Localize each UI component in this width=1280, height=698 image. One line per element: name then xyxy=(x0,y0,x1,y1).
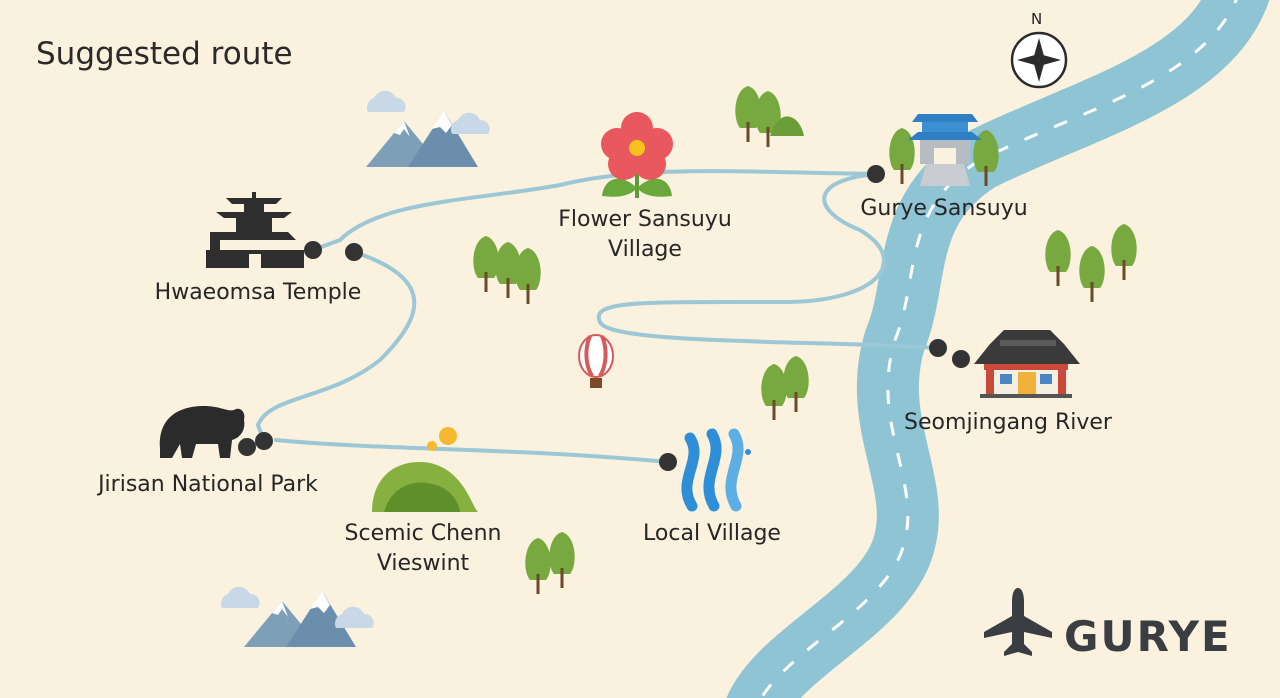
compass-north-label: N xyxy=(1031,10,1043,28)
stop-dot-hwaeomsa-a xyxy=(304,241,322,259)
stop-dot-seomjin-a xyxy=(929,339,947,357)
brand-name: GURYE xyxy=(1064,612,1232,661)
route-line xyxy=(255,169,940,464)
stop-dot-hwaeomsa-b xyxy=(345,243,363,261)
bear-icon xyxy=(159,406,245,458)
temple-icon xyxy=(206,192,304,268)
stop-dot-seomjin-b xyxy=(952,350,970,368)
airplane-icon xyxy=(984,588,1052,656)
flower-icon xyxy=(601,112,673,198)
stop-label-gurye-sansuyu[interactable]: Gurye Sansuyu xyxy=(860,196,1028,221)
balloon-icon xyxy=(578,334,614,388)
stop-dot-jirisan-a xyxy=(238,438,256,456)
stop-label-scemic-chenn-vieswint[interactable]: Scemic Chenn Vieswint xyxy=(344,521,502,576)
compass-icon xyxy=(1010,31,1068,89)
stop-label-local-village[interactable]: Local Village xyxy=(643,521,781,546)
cloud-icon xyxy=(450,112,490,134)
river xyxy=(726,0,1270,698)
tree-icon xyxy=(473,86,1137,594)
house-icon xyxy=(974,330,1080,398)
stop-dot-local xyxy=(659,453,677,471)
map-title: Suggested route xyxy=(36,36,293,72)
stop-label-hwaeomsa-temple[interactable]: Hwaeomsa Temple xyxy=(154,280,362,305)
gate-icon xyxy=(908,114,982,186)
cloud-icon xyxy=(334,606,374,628)
cloud-icon xyxy=(366,90,406,112)
stop-dot-jirisan-b xyxy=(255,432,273,450)
cloud-icon xyxy=(220,586,260,608)
stop-dot-gurye xyxy=(867,165,885,183)
stop-label-jirisan-national-park[interactable]: Jirisan National Park xyxy=(98,472,318,497)
route-stops xyxy=(238,165,970,471)
stop-label-seomjingang-river[interactable]: Seomjingang River xyxy=(904,410,1112,435)
water-icon xyxy=(681,428,751,512)
hill-icon xyxy=(372,427,478,512)
stop-label-flower-sansuyu-village[interactable]: Flower Sansuyu Village xyxy=(558,207,732,262)
